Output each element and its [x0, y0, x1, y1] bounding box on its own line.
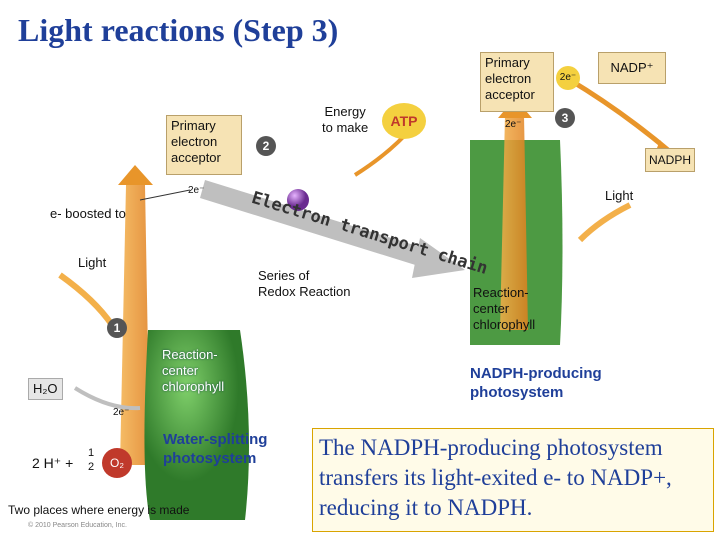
left-electron-bottom: 2e⁻ — [113, 407, 130, 418]
nadph-arrow — [568, 77, 670, 152]
copyright: © 2010 Pearson Education, Inc. — [28, 522, 127, 529]
left-electron-top: 2e⁻ — [188, 185, 205, 196]
redox-label: Series of Redox Reaction — [258, 268, 351, 299]
right-light-arrow — [577, 202, 632, 243]
step-3-badge: 3 — [555, 108, 575, 128]
right-primary-acceptor: Primary electron acceptor — [480, 52, 554, 112]
two-h-plus: 2 H⁺ + — [32, 455, 74, 471]
step-1-badge: 1 — [107, 318, 127, 338]
nadph-label: NADPH — [645, 148, 695, 172]
right-electron-b: 2e⁻ — [505, 119, 522, 130]
e-boost-line — [139, 189, 191, 201]
energy-to-make: Energy to make — [322, 104, 369, 135]
atp-label: ATP — [382, 103, 426, 139]
etc-arrow-head — [412, 238, 465, 278]
right-light-label: Light — [605, 188, 634, 203]
nadp-label: NADP⁺ — [598, 52, 666, 84]
left-light-beam — [120, 185, 150, 465]
energy-sphere — [287, 189, 309, 211]
right-reaction-center: Reaction- center chlorophyll — [473, 285, 536, 332]
etc-arrow — [200, 180, 430, 268]
nadph-producing-photosystem: NADPH-producing photosystem — [470, 365, 602, 401]
right-light-beam — [500, 115, 528, 330]
left-beam-tip — [118, 165, 153, 185]
explanation-box: The NADPH-producing photosystem transfer… — [312, 428, 714, 532]
two-places-note: Two places where energy is made — [8, 503, 190, 517]
right-electron-a: 2e⁻ — [556, 66, 580, 90]
half-fraction: 1 2 — [88, 447, 95, 473]
left-light-label: Light — [78, 255, 107, 270]
page-title: Light reactions (Step 3) — [18, 12, 339, 48]
left-light-arrow — [58, 272, 115, 327]
water-splitting-photosystem: Water-splitting photosystem — [163, 431, 268, 467]
left-photosystem — [144, 330, 249, 520]
e-boosted-label: e- boosted to — [50, 206, 126, 221]
h2o-label: H₂O — [28, 378, 63, 400]
water-split-arrow — [73, 386, 141, 411]
left-primary-acceptor: Primary electron acceptor — [166, 115, 242, 175]
step-2-badge: 2 — [256, 136, 276, 156]
o2-label: O₂ — [102, 448, 132, 478]
left-reaction-center: Reaction- center chlorophyll — [162, 347, 225, 394]
